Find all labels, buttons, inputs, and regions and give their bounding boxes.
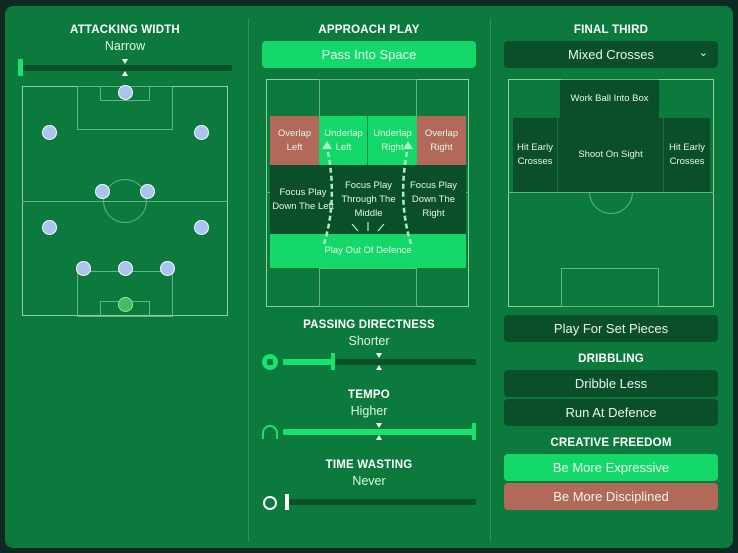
- zone-play-out-of-defence[interactable]: Play Out Of Defence: [324, 245, 412, 256]
- stopwatch-icon: [263, 496, 277, 510]
- divider: [490, 18, 491, 542]
- zone-overlap-left-bg: [270, 116, 319, 165]
- zone-work-ball-into-box[interactable]: Work Ball Into Box: [560, 80, 659, 118]
- default-marker: [122, 71, 128, 76]
- run-at-defence-button[interactable]: Run At Defence: [504, 399, 718, 426]
- attacking-width-value: Narrow: [104, 39, 146, 53]
- zone-hit-early-crosses-right[interactable]: Hit Early Crosses: [663, 118, 710, 192]
- player-marker[interactable]: [117, 260, 133, 276]
- player-marker[interactable]: [159, 260, 175, 276]
- final-third-dropdown[interactable]: Mixed Crosses ⌄: [504, 41, 718, 68]
- centre-circle: [103, 179, 147, 223]
- tempo-value: Higher: [350, 404, 388, 418]
- slider-thumb[interactable]: [285, 494, 289, 510]
- zone-underlap-left[interactable]: Underlap Left: [324, 127, 363, 153]
- player-marker[interactable]: [139, 183, 155, 199]
- slider-track[interactable]: [22, 65, 232, 71]
- chevron-down-icon: ⌄: [698, 47, 708, 59]
- player-marker[interactable]: [193, 124, 209, 140]
- zone-focus-middle[interactable]: Focus Play Through The Middle: [341, 179, 396, 219]
- player-marker[interactable]: [75, 260, 91, 276]
- final-third-title: FINAL THIRD: [573, 24, 649, 36]
- passing-directness-title: PASSING DIRECTNESS: [303, 319, 435, 331]
- approach-play-title: APPROACH PLAY: [318, 24, 420, 36]
- zone-focus-left[interactable]: Focus Play Down The Left: [272, 186, 334, 212]
- time-wasting-title: TIME WASTING: [325, 459, 413, 471]
- dribble-less-button[interactable]: Dribble Less: [504, 370, 718, 397]
- time-wasting-slider[interactable]: [285, 499, 476, 505]
- tempo-title: TEMPO: [348, 389, 390, 401]
- play-for-set-pieces-button[interactable]: Play For Set Pieces: [504, 315, 718, 342]
- zone-underlap-right[interactable]: Underlap Right: [373, 127, 412, 153]
- slider-fill: [283, 359, 332, 365]
- zone-play-out-bg: [270, 234, 466, 268]
- player-marker[interactable]: [193, 219, 209, 235]
- default-marker: [376, 365, 382, 370]
- player-marker[interactable]: [94, 183, 110, 199]
- zone-overlap-right-bg: [417, 116, 466, 165]
- zone-overlap-right[interactable]: Overlap Right: [424, 127, 459, 153]
- default-marker: [376, 353, 382, 358]
- speedometer-icon: [262, 425, 278, 439]
- football-icon: [262, 354, 278, 370]
- goalkeeper-marker[interactable]: [117, 296, 133, 312]
- penalty-box: [561, 268, 659, 307]
- zone-hit-early-crosses-left[interactable]: Hit Early Crosses: [513, 118, 558, 192]
- final-third-selected: Mixed Crosses: [568, 47, 654, 62]
- default-marker: [376, 423, 382, 428]
- attacking-width-title: ATTACKING WIDTH: [70, 24, 180, 36]
- player-marker[interactable]: [117, 84, 133, 100]
- player-marker[interactable]: [41, 124, 57, 140]
- creative-freedom-title: CREATIVE FREEDOM: [550, 437, 672, 449]
- divider: [248, 18, 249, 542]
- be-more-disciplined-button[interactable]: Be More Disciplined: [504, 483, 718, 510]
- slider-thumb[interactable]: [331, 353, 336, 370]
- be-more-expressive-button[interactable]: Be More Expressive: [504, 454, 718, 481]
- penalty-box: [319, 268, 417, 307]
- zone-focus-right[interactable]: Focus Play Down The Right: [410, 179, 457, 219]
- passing-directness-value: Shorter: [348, 334, 390, 348]
- player-marker[interactable]: [41, 219, 57, 235]
- formation-pitch: [22, 86, 228, 317]
- approach-play-selector[interactable]: Pass Into Space: [262, 41, 476, 68]
- zone-overlap-left[interactable]: Overlap Left: [277, 127, 312, 153]
- zone-shoot-on-sight[interactable]: Shoot On Sight: [558, 118, 663, 192]
- time-wasting-value: Never: [352, 474, 386, 488]
- penalty-box: [319, 79, 417, 117]
- dribbling-title: DRIBBLING: [578, 353, 644, 365]
- default-marker: [122, 59, 128, 64]
- slider-fill: [283, 429, 476, 435]
- passing-directness-slider[interactable]: [283, 359, 476, 365]
- slider-thumb[interactable]: [472, 423, 476, 440]
- default-marker: [376, 435, 382, 440]
- slider-thumb[interactable]: [18, 59, 23, 76]
